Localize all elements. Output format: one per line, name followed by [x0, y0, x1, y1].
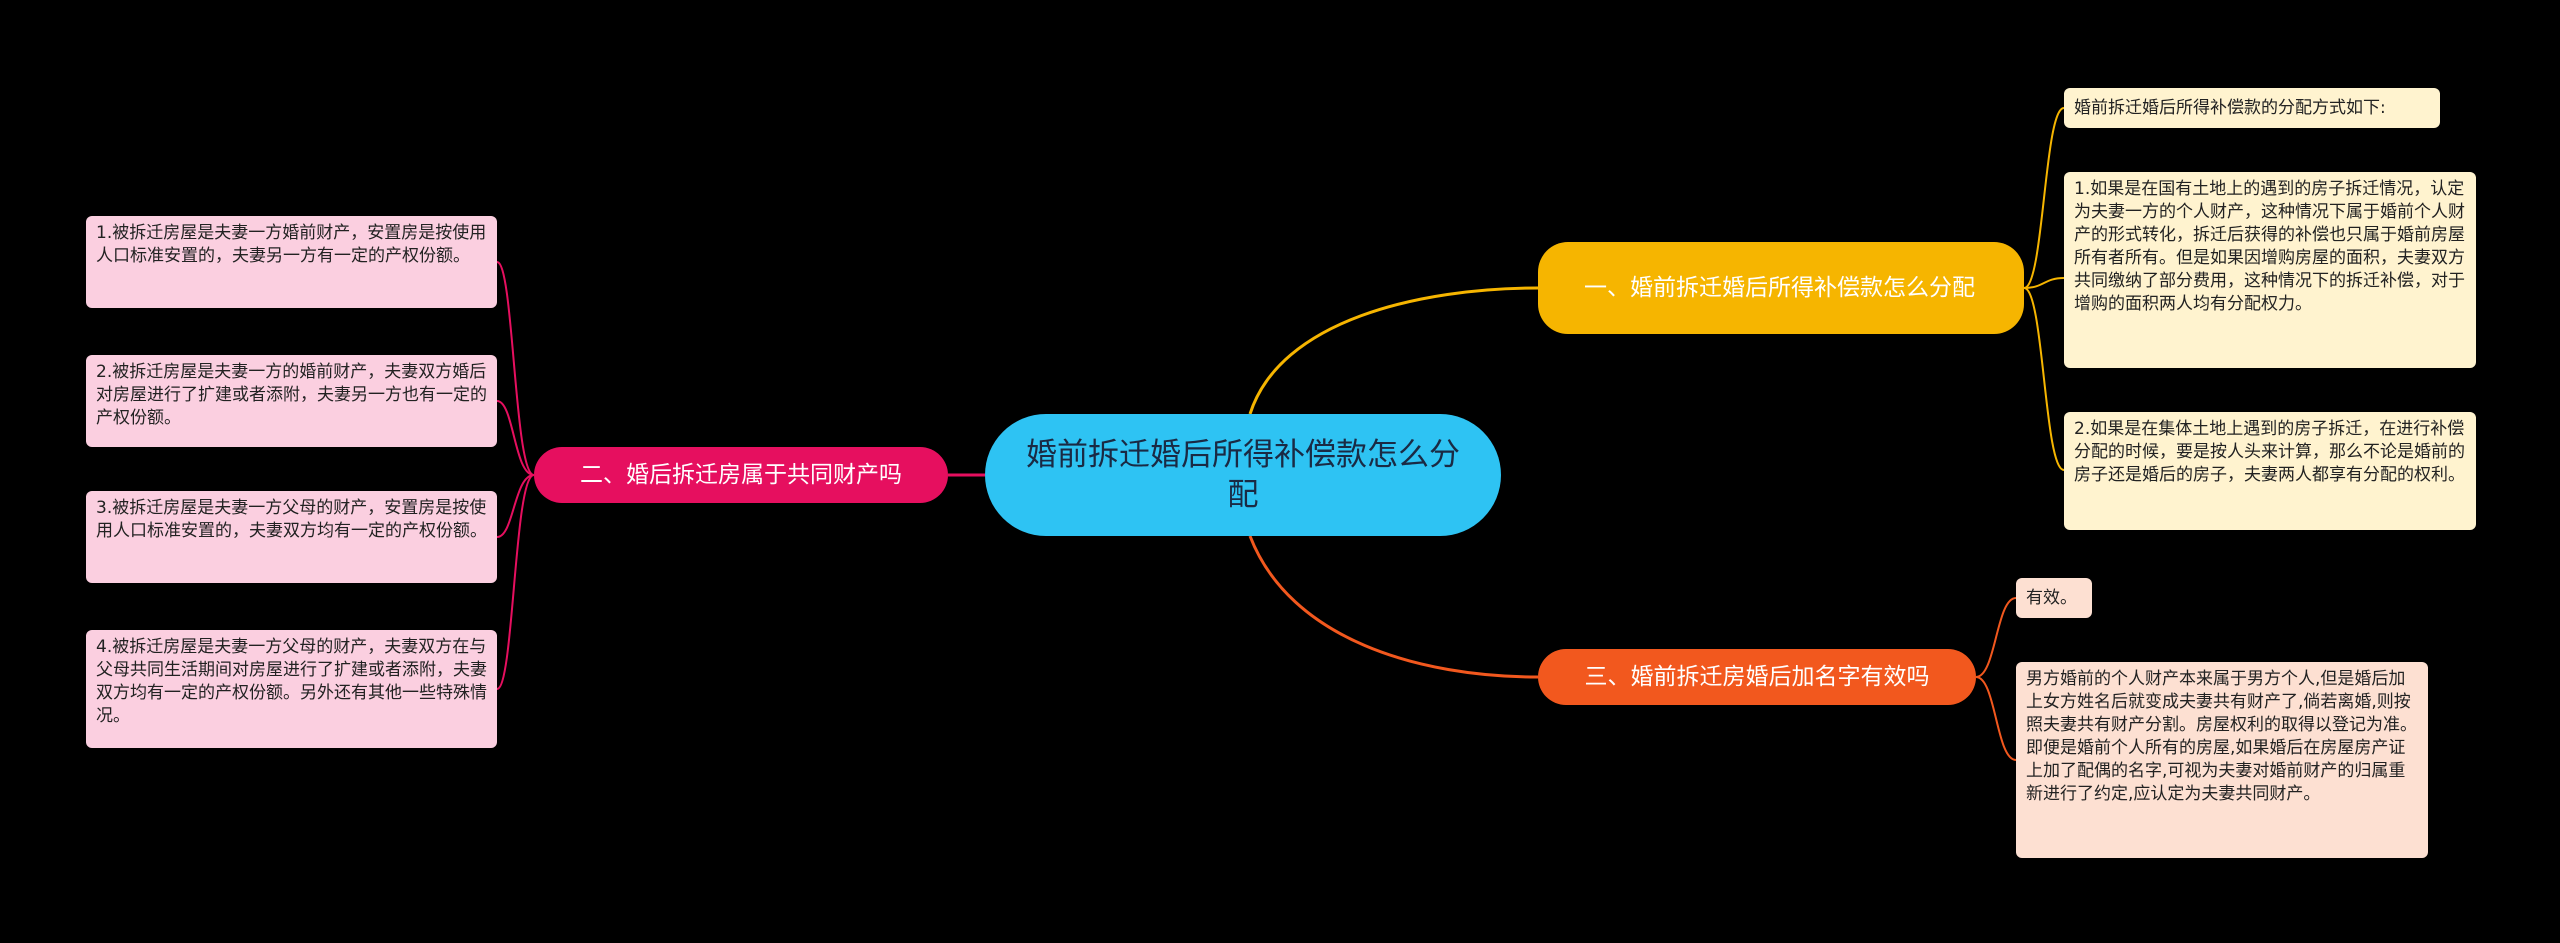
leaf-text: 婚前拆迁婚后所得补偿款的分配方式如下:	[2074, 97, 2386, 118]
leaf-text: 4.被拆迁房屋是夫妻一方父母的财产，夫妻双方在与父母共同生活期间对房屋进行了扩建…	[96, 637, 487, 726]
branch-1[interactable]: 一、婚前拆迁婚后所得补偿款怎么分配	[1538, 242, 2024, 334]
branch-1-label: 一、婚前拆迁婚后所得补偿款怎么分配	[1584, 275, 1975, 301]
branch-3[interactable]: 三、婚前拆迁房婚后加名字有效吗	[1538, 649, 1976, 705]
branch-2[interactable]: 二、婚后拆迁房属于共同财产吗	[534, 447, 948, 503]
leaf-text: 3.被拆迁房屋是夫妻一方父母的财产，安置房是按使用人口标准安置的，夫妻双方均有一…	[96, 498, 487, 541]
branch-2-leaf-2[interactable]: 2.被拆迁房屋是夫妻一方的婚前财产，夫妻双方婚后对房屋进行了扩建或者添附，夫妻另…	[86, 355, 497, 447]
branch-2-label: 二、婚后拆迁房属于共同财产吗	[580, 462, 902, 488]
branch-2-leaf-1[interactable]: 1.被拆迁房屋是夫妻一方婚前财产，安置房是按使用人口标准安置的，夫妻另一方有一定…	[86, 216, 497, 308]
leaf-text: 2.被拆迁房屋是夫妻一方的婚前财产，夫妻双方婚后对房屋进行了扩建或者添附，夫妻另…	[96, 362, 487, 428]
branch-1-leaf-2[interactable]: 1.如果是在国有土地上的遇到的房子拆迁情况，认定为夫妻一方的个人财产，这种情况下…	[2064, 172, 2476, 368]
branch3-leaf-connectors	[1975, 597, 2017, 761]
leaf-text: 1.被拆迁房屋是夫妻一方婚前财产，安置房是按使用人口标准安置的，夫妻另一方有一定…	[96, 223, 487, 266]
branch2-leaf-connectors	[496, 261, 535, 690]
central-topic[interactable]: 婚前拆迁婚后所得补偿款怎么分配	[985, 414, 1501, 536]
branch-3-leaf-2[interactable]: 男方婚前的个人财产本来属于男方个人,但是婚后加上女方姓名后就变成夫妻共有财产了,…	[2016, 662, 2428, 858]
leaf-text: 男方婚前的个人财产本来属于男方个人,但是婚后加上女方姓名后就变成夫妻共有财产了,…	[2026, 669, 2417, 804]
branch-3-label: 三、婚前拆迁房婚后加名字有效吗	[1584, 664, 1930, 690]
branch-3-leaf-1[interactable]: 有效。	[2016, 578, 2092, 618]
leaf-text: 有效。	[2026, 587, 2077, 608]
branch-1-leaf-1[interactable]: 婚前拆迁婚后所得补偿款的分配方式如下:	[2064, 88, 2440, 128]
branch-1-leaf-3[interactable]: 2.如果是在集体土地上遇到的房子拆迁，在进行补偿分配的时候，要是按人头来计算，那…	[2064, 412, 2476, 530]
branch-2-leaf-4[interactable]: 4.被拆迁房屋是夫妻一方父母的财产，夫妻双方在与父母共同生活期间对房屋进行了扩建…	[86, 630, 497, 748]
connector-central-branch1	[1248, 286, 1539, 415]
leaf-text: 1.如果是在国有土地上的遇到的房子拆迁情况，认定为夫妻一方的个人财产，这种情况下…	[2074, 179, 2465, 314]
branch1-leaf-connectors	[2023, 107, 2065, 471]
central-topic-label: 婚前拆迁婚后所得补偿款怎么分配	[1026, 437, 1460, 513]
branch-2-leaf-3[interactable]: 3.被拆迁房屋是夫妻一方父母的财产，安置房是按使用人口标准安置的，夫妻双方均有一…	[86, 491, 497, 583]
connector-central-branch3	[1248, 535, 1539, 679]
leaf-text: 2.如果是在集体土地上遇到的房子拆迁，在进行补偿分配的时候，要是按人头来计算，那…	[2074, 419, 2465, 485]
